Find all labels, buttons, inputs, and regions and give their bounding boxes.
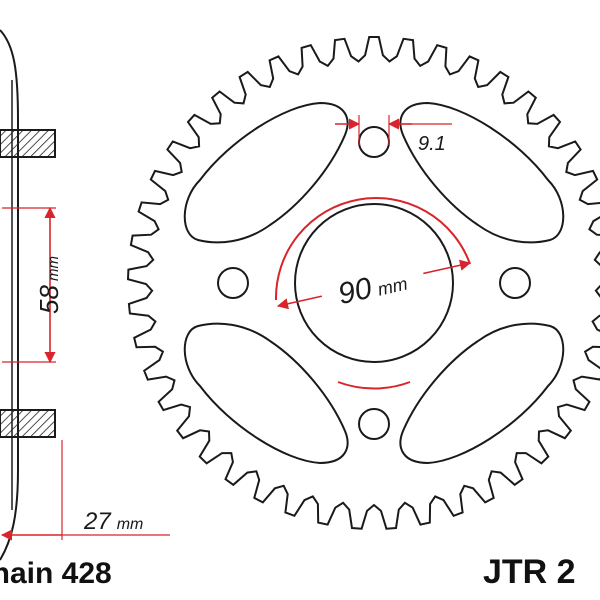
bore-dimension-label: 58mm <box>34 256 64 314</box>
chain-size-label: Chain 428 <box>0 557 112 590</box>
cutout-lower-right <box>399 322 565 465</box>
part-number-label: JTR 2 <box>483 553 576 591</box>
bolt-hole-left <box>217 267 249 299</box>
bolt-hole-bottom <box>358 408 390 440</box>
bolt-circle-dimension-label: 90mm <box>335 264 410 311</box>
cutout-upper-left <box>183 101 349 244</box>
bolt-circle-arc-upper <box>274 197 471 301</box>
sprocket-teeth-outline <box>126 36 600 530</box>
flange-top-section <box>0 129 56 158</box>
cutout-lower-left <box>183 322 349 465</box>
cutout-upper-right <box>399 101 565 244</box>
bolt-circle-arc-lower <box>337 381 411 390</box>
bolt-hole-top <box>358 126 390 158</box>
sprocket-front-view: 9.1 90mm <box>126 36 600 530</box>
bolt-hole-right <box>499 267 531 299</box>
hub-profile-outline <box>0 29 19 561</box>
bolt-circle-label-bg <box>317 254 427 310</box>
hole-dimension-label: 9.1 <box>418 133 446 155</box>
flange-bottom-section <box>0 409 56 438</box>
